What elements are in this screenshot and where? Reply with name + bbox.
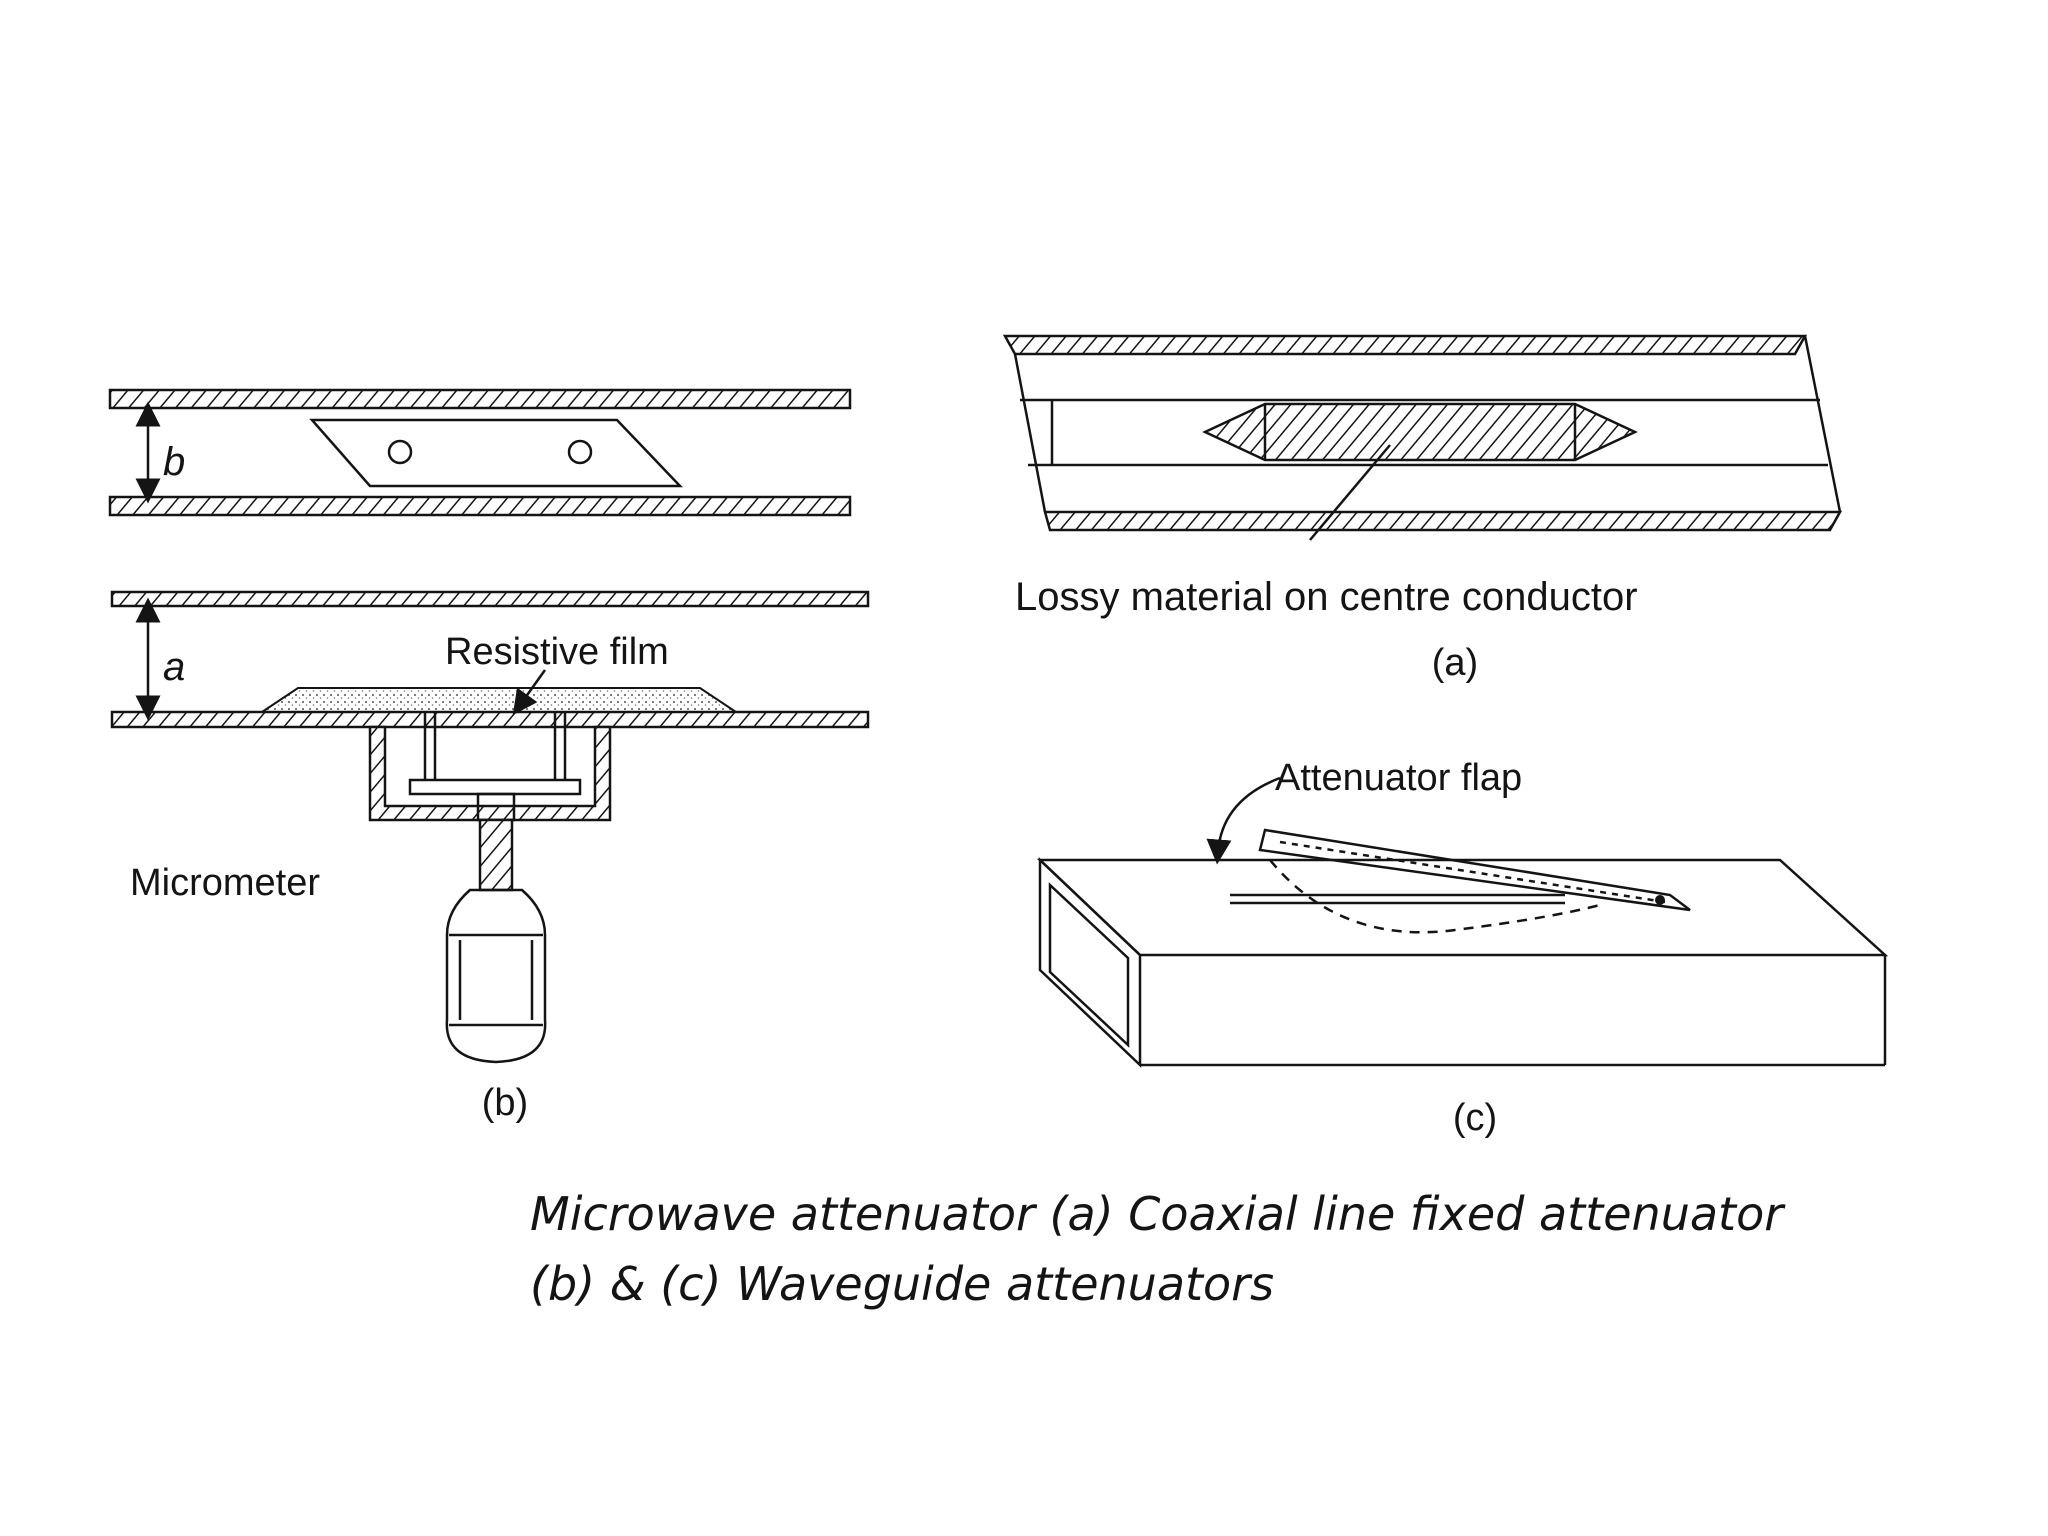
- flap-pivot: [1655, 895, 1665, 905]
- waveguide-bottom-wall: [108, 495, 852, 517]
- caption-line-2: (b) & (c) Waveguide attenuators: [530, 1257, 1274, 1311]
- lossy-material-leader: [1309, 444, 1391, 541]
- outer-left-edge: [1013, 353, 1047, 513]
- part-a-coaxial-attenuator: Lossy material on centre conductor (a): [1002, 334, 1843, 684]
- lossy-material: [1202, 402, 1638, 462]
- waveguide-opening: [1048, 882, 1130, 1048]
- waveguide-lower-wall: [110, 710, 870, 729]
- outer-right-edge: [1803, 335, 1842, 513]
- part-b-vane-waveguide: b: [108, 388, 852, 517]
- vane-hole-right: [567, 439, 593, 465]
- waveguide-top-face: [1036, 858, 1889, 957]
- flap-label-leader: [1206, 776, 1281, 865]
- part-a-sublabel: (a): [1432, 642, 1478, 684]
- waveguide-top-wall: [108, 388, 852, 410]
- resistive-vane: [309, 418, 683, 488]
- outer-conductor-top: [1002, 334, 1808, 356]
- micrometer-label: Micrometer: [130, 862, 320, 904]
- caption-line-1: Microwave attenuator (a) Coaxial line fi…: [530, 1187, 1786, 1241]
- plunger-plate: [408, 778, 582, 796]
- micrometer-knob: [445, 888, 547, 1064]
- flap-swing-arc: [1269, 859, 1601, 934]
- outer-conductor-bottom: [1043, 510, 1843, 532]
- part-b-micrometer-waveguide: a Resistive film Micrometer (b): [110, 590, 870, 1124]
- figure-caption: Microwave attenuator (a) Coaxial line fi…: [530, 1187, 1786, 1311]
- vane-hole-left: [387, 439, 413, 465]
- micrometer-screw: [478, 818, 514, 892]
- waveguide-upper-wall: [110, 590, 870, 608]
- dimension-a-label: a: [163, 645, 185, 689]
- attenuator-flap: [1258, 828, 1691, 912]
- part-c-sublabel: (c): [1453, 1097, 1497, 1139]
- lossy-material-label: Lossy material on centre conductor: [1015, 575, 1638, 619]
- part-c-flap-attenuator: Attenuator flap (c): [1036, 757, 1889, 1139]
- part-b-sublabel: (b): [482, 1082, 528, 1124]
- flap-hinge-line: [1279, 840, 1666, 904]
- dimension-b-label: b: [163, 440, 185, 484]
- resistive-film: [258, 687, 740, 713]
- resistive-film-leader: [512, 669, 547, 716]
- resistive-film-label: Resistive film: [445, 631, 669, 673]
- micrometer-housing: [368, 725, 612, 822]
- flap-label: Attenuator flap: [1275, 757, 1522, 799]
